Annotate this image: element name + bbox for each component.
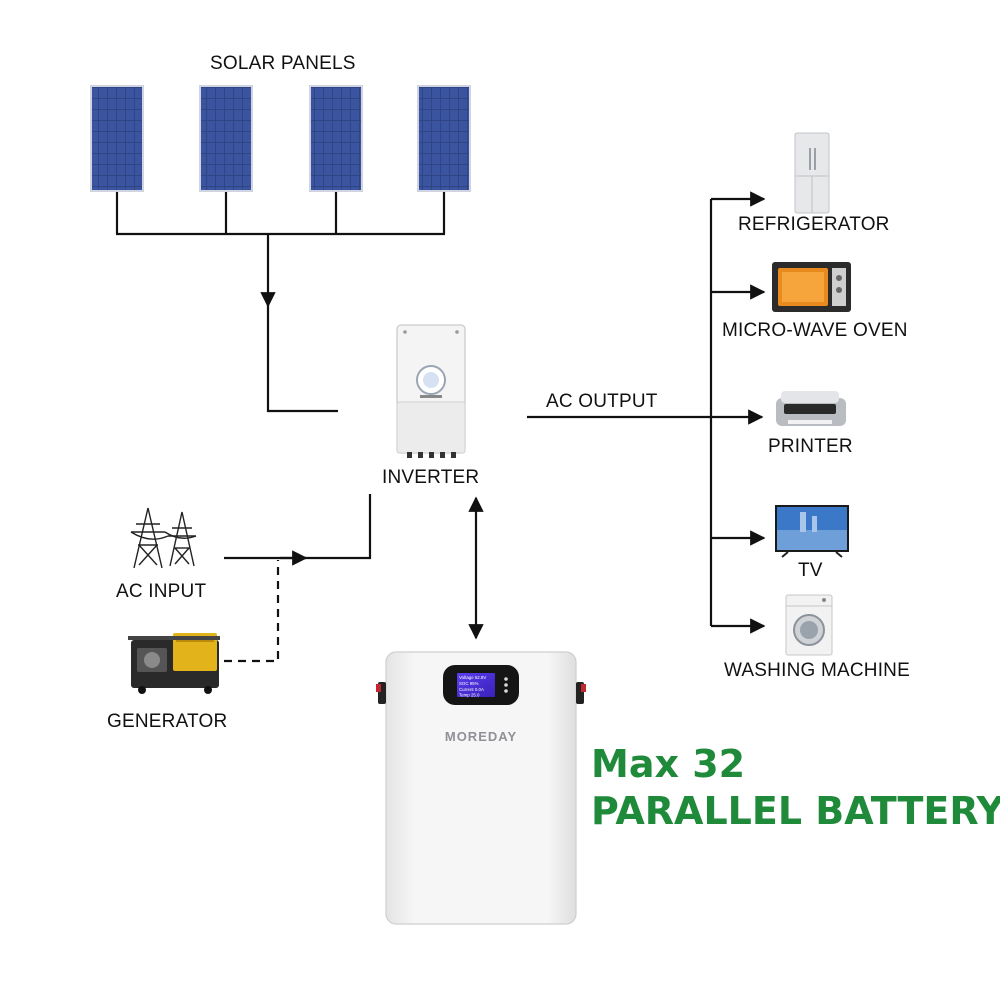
washing-machine-icon	[785, 594, 833, 656]
label-washing-machine: WASHING MACHINE	[724, 660, 910, 681]
inverter-unit	[396, 324, 466, 458]
solar-panel-3	[309, 85, 363, 192]
battery-brand-logo: MOREDAY	[445, 729, 517, 744]
battery-screen	[457, 673, 495, 697]
label-microwave: MICRO-WAVE OVEN	[722, 320, 908, 341]
label-printer: PRINTER	[768, 436, 853, 457]
solar-panel-2	[199, 85, 253, 192]
solar-panel-1	[90, 85, 144, 192]
label-ac-input: AC INPUT	[116, 581, 207, 602]
solar-panel-4	[417, 85, 471, 192]
tv-icon	[775, 505, 849, 558]
refrigerator-icon	[794, 132, 830, 214]
battery-screen-line: Current 0.0A	[459, 687, 484, 692]
label-refrigerator: REFRIGERATOR	[738, 214, 890, 235]
ac-output-wiring	[527, 191, 766, 634]
label-ac-output: AC OUTPUT	[546, 391, 658, 412]
microwave-icon	[772, 262, 851, 312]
ac-input-wiring	[224, 494, 372, 663]
printer-icon	[776, 391, 846, 426]
label-tv: TV	[798, 560, 823, 581]
headline-parallel-battery: PARALLEL BATTERY	[591, 789, 1000, 833]
battery-screen-line: SOC 95%	[459, 681, 479, 686]
transmission-tower-icon	[130, 507, 197, 569]
battery-screen-line: Voltage 52.8V	[459, 675, 486, 680]
label-generator: GENERATOR	[107, 711, 228, 732]
label-inverter: INVERTER	[382, 467, 480, 488]
generator-icon	[128, 633, 220, 694]
headline-max: Max 32	[591, 742, 746, 786]
solar-wiring	[115, 192, 446, 413]
battery-screen-line: Temp 25.0	[459, 693, 480, 698]
label-solar-panels: SOLAR PANELS	[210, 53, 356, 74]
battery-unit: Voltage 52.8V SOC 95% Current 0.0A Temp …	[376, 651, 586, 925]
